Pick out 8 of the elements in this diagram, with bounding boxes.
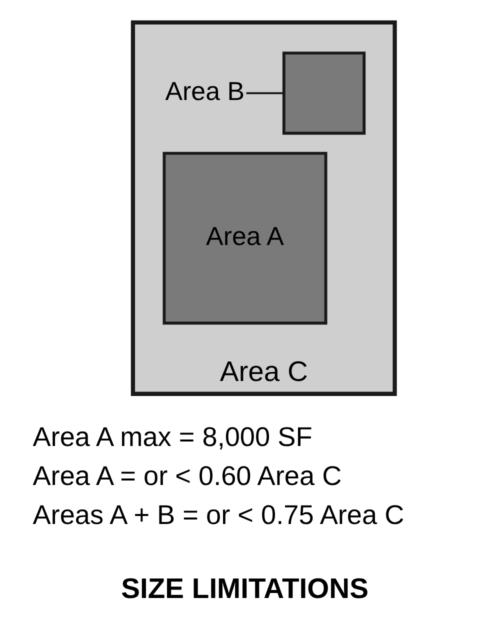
label: Area A = or < 0.60 Area C <box>32 460 342 492</box>
node-box: Area A <box>162 152 327 325</box>
label: Area A max = 8,000 SF <box>32 421 312 452</box>
node-text: Area B <box>164 78 244 106</box>
diagram-title: SIZE LIMITATIONS <box>120 572 368 604</box>
connector <box>246 92 284 94</box>
node-box <box>282 52 366 135</box>
label: Areas A + B = or < 0.75 Area C <box>32 499 404 530</box>
